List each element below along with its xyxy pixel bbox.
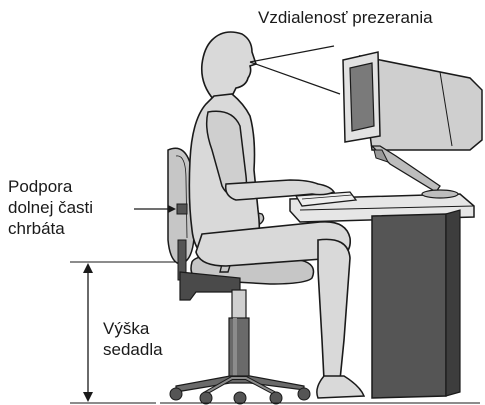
seat-height-dimension	[70, 261, 176, 404]
monitor-base	[421, 189, 459, 199]
caster	[233, 391, 247, 405]
monitor-housing	[359, 55, 483, 151]
seat-height-line-2: sedadla	[103, 340, 163, 359]
seat-height-label: Výška sedadla	[103, 318, 163, 360]
chair-cylinder	[231, 289, 247, 321]
person-foot	[316, 375, 366, 399]
person-forearm	[224, 179, 336, 201]
caster	[169, 387, 183, 401]
lumbar-support-label: Podpora dolnej časti chrbáta	[8, 176, 93, 239]
monitor	[342, 51, 483, 199]
lumbar-support-line-2: dolnej časti	[8, 198, 94, 217]
caster	[269, 391, 283, 405]
viewing-distance-label: Vzdialenosť prezerania	[258, 8, 433, 27]
monitor-screen	[349, 62, 375, 132]
caster	[199, 391, 213, 405]
lumbar-adjuster	[176, 203, 188, 215]
lumbar-pointer	[134, 205, 176, 213]
person-head	[200, 31, 258, 101]
person-lower-leg	[317, 238, 351, 381]
seated-person	[188, 31, 366, 399]
lumbar-support-line-3: chrbáta	[8, 219, 65, 238]
lumbar-support-line-1: Podpora	[8, 177, 73, 196]
monitor-arm	[370, 145, 441, 193]
caster	[297, 387, 311, 401]
seat-height-line-1: Výška	[103, 319, 150, 338]
viewing-distance-lines	[249, 45, 341, 95]
desk-pedestal	[371, 213, 447, 399]
